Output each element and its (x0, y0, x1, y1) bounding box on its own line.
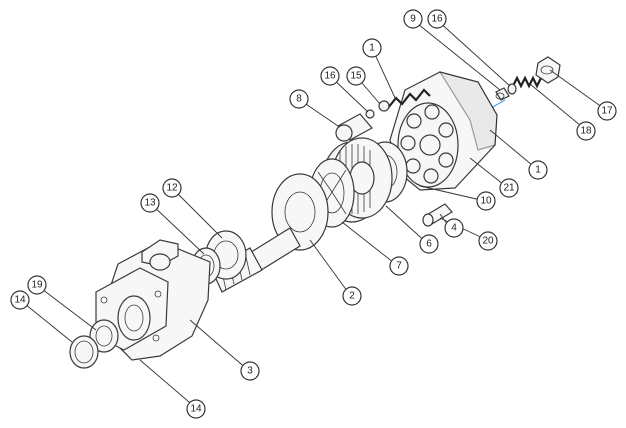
svg-text:13: 13 (144, 198, 156, 209)
svg-text:16: 16 (324, 71, 336, 82)
svg-text:3: 3 (247, 366, 253, 377)
callout-14-bottom: 14 (186, 399, 206, 419)
spring-pin-1 (387, 88, 431, 109)
svg-text:2: 2 (349, 291, 355, 302)
pin-8 (335, 113, 373, 142)
callout-12: 12 (162, 178, 182, 198)
svg-text:15: 15 (350, 71, 362, 82)
seal-16-right (507, 83, 517, 95)
callout-19: 19 (27, 275, 47, 295)
svg-text:21: 21 (503, 183, 515, 194)
callout-3: 3 (240, 361, 260, 381)
svg-text:20: 20 (482, 236, 494, 247)
callout-7: 7 (389, 256, 409, 276)
callout-16-top: 16 (427, 9, 447, 29)
callout-4: 4 (444, 218, 464, 238)
plug-9 (495, 87, 510, 101)
spring-18 (512, 75, 542, 89)
dowel-4 (422, 203, 453, 227)
callout-18: 18 (576, 121, 596, 141)
svg-text:10: 10 (480, 196, 492, 207)
callout-13: 13 (140, 193, 160, 213)
callout-8: 8 (289, 89, 309, 109)
svg-text:7: 7 (396, 261, 402, 272)
callout-1-top: 1 (362, 38, 382, 58)
ball-15 (378, 100, 390, 112)
svg-text:1: 1 (535, 165, 541, 176)
callout-17: 17 (597, 101, 617, 121)
svg-text:18: 18 (580, 126, 592, 137)
svg-text:1: 1 (369, 43, 375, 54)
svg-text:16: 16 (431, 14, 443, 25)
seal-19 (89, 319, 119, 353)
svg-text:12: 12 (166, 183, 178, 194)
callout-14-left: 14 (10, 290, 30, 310)
callout-21: 21 (499, 178, 519, 198)
svg-text:8: 8 (296, 94, 302, 105)
callout-20: 20 (478, 231, 498, 251)
callout-10: 10 (476, 191, 496, 211)
callout-15: 15 (346, 66, 366, 86)
callout-16-left: 16 (320, 66, 340, 86)
svg-text:19: 19 (31, 280, 43, 291)
fitting-17 (535, 56, 561, 84)
callout-1-right: 1 (528, 160, 548, 180)
svg-text:4: 4 (451, 223, 457, 234)
callout-2: 2 (342, 286, 362, 306)
callout-9: 9 (403, 9, 423, 29)
svg-text:14: 14 (190, 404, 202, 415)
svg-text:14: 14 (14, 295, 26, 306)
snap-ring-14 (69, 335, 99, 369)
svg-text:6: 6 (426, 239, 432, 250)
svg-text:17: 17 (601, 106, 613, 117)
svg-text:9: 9 (410, 14, 416, 25)
callout-6: 6 (419, 234, 439, 254)
